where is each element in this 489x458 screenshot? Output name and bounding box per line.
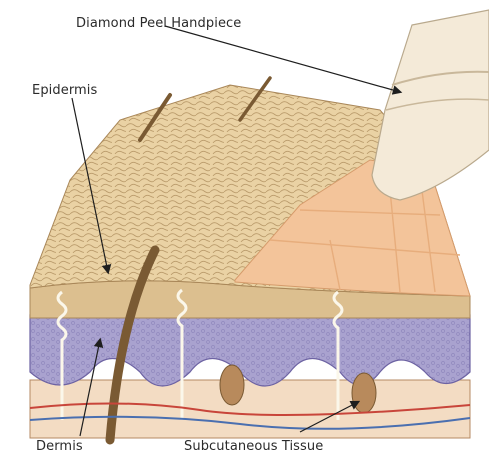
handpiece-label: Diamond Peel Handpiece xyxy=(76,17,241,30)
follicle-bulb-2 xyxy=(352,373,376,413)
follicle-bulb-1 xyxy=(220,365,244,405)
dermis-label: Dermis xyxy=(36,440,83,453)
subcutaneous-label: Subcutaneous Tissue xyxy=(184,440,323,453)
subcutaneous-layer xyxy=(30,380,470,438)
epidermis-label: Epidermis xyxy=(32,84,97,97)
handpiece-illustration xyxy=(372,10,489,200)
dermis-layer xyxy=(30,315,470,386)
handpiece-pointer xyxy=(165,26,400,92)
